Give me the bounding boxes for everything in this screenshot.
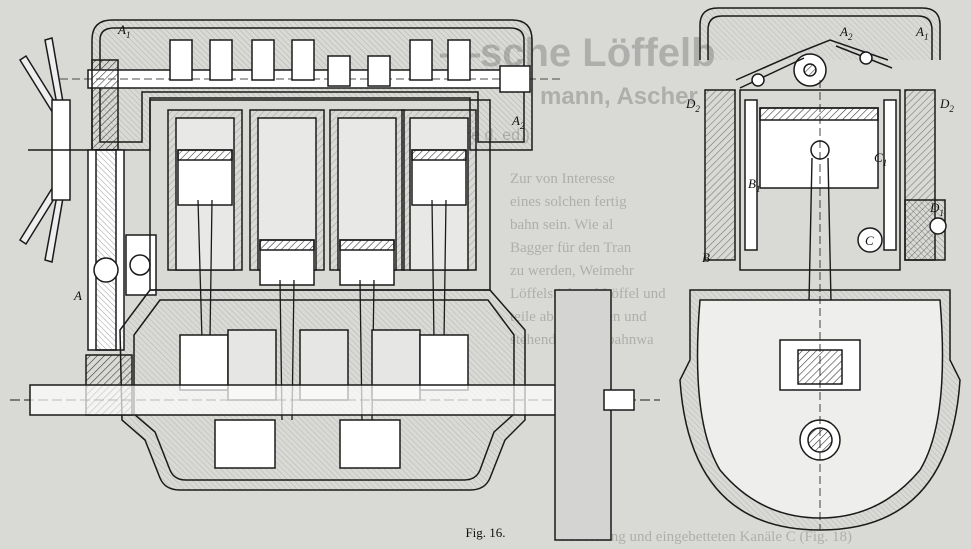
bleed-line-1: mann, Ascher [540, 83, 698, 110]
label-D2-right: D2 [939, 96, 954, 114]
label-C1: C1 [874, 150, 887, 168]
figure-caption: Fig. 16. [465, 525, 506, 540]
label-D1: D1 [929, 200, 944, 218]
label-A2-left: A2 [511, 113, 525, 131]
label-A-left: A [73, 288, 82, 303]
fan [18, 37, 120, 263]
label-A1-left: A1 [117, 22, 130, 40]
rocker-gear [735, 39, 893, 89]
bleed-p1: Zur von Interesse [510, 171, 615, 187]
bleed-p3: bahn sein. Wie al [510, 217, 613, 233]
label-A1-right: A1 [915, 24, 928, 42]
camshaft [60, 39, 560, 93]
bleed-p5: zu werden, Weimehr [510, 263, 634, 279]
flywheel [554, 289, 612, 541]
bleed-bottom: fahrleitung und eingebetteten Kanäle C (… [560, 529, 852, 545]
bleed-through-text: —sche Löffelb mann, Ascher s. ore d. ed.… [440, 31, 852, 545]
label-C: C [865, 233, 874, 248]
cross-section [679, 7, 961, 531]
label-D2-left: D2 [685, 96, 700, 114]
bleed-p2: eines solchen fertig [510, 194, 627, 210]
figure-labels: A1 A2 A A2 A1 D2 D2 B1 C1 C D1 B [73, 22, 954, 303]
label-A2-right: A2 [839, 24, 853, 42]
pistons [177, 149, 467, 286]
label-B: B [702, 250, 710, 265]
crankshaft [10, 329, 660, 469]
bleed-p4: Bagger für den Tran [510, 240, 632, 256]
longitudinal-section [10, 19, 660, 541]
label-B1: B1 [748, 176, 760, 194]
